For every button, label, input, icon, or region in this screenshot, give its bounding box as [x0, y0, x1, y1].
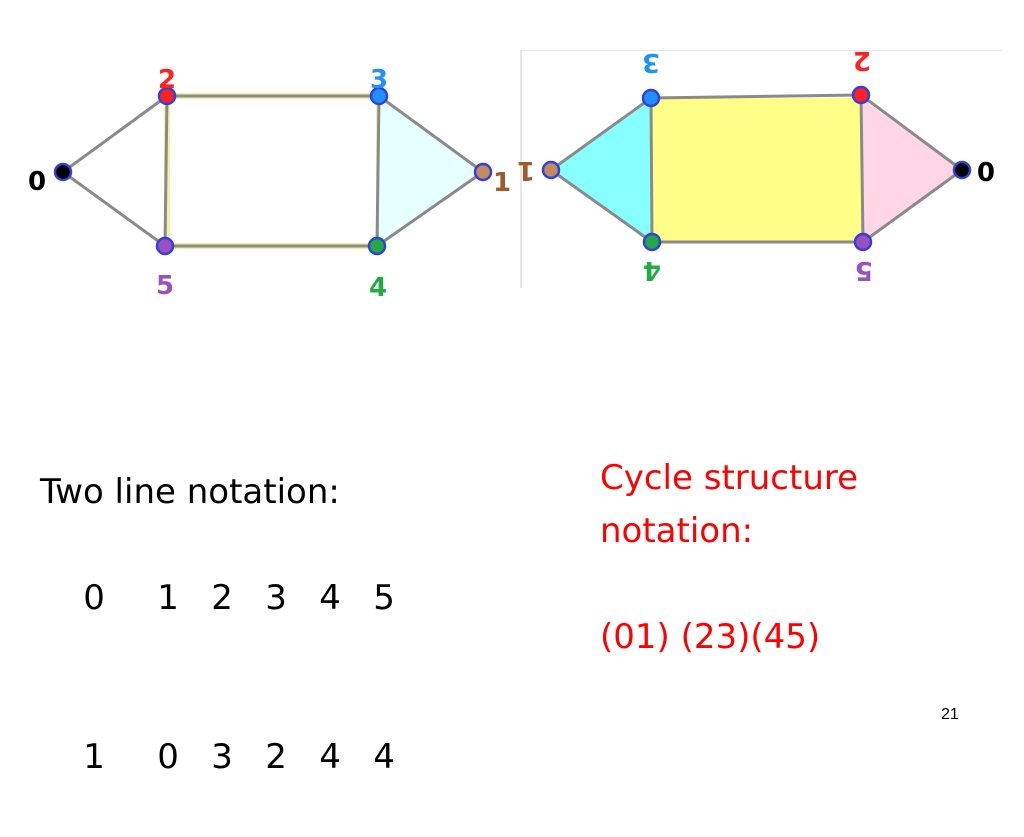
vertices [53, 86, 493, 256]
vertex-label-3: 3 [370, 65, 388, 95]
right-triangle-face [861, 98, 962, 242]
bottom-cell: 3 [211, 737, 233, 777]
vertex-4 [642, 232, 662, 252]
top-cell: 2 [211, 578, 233, 618]
vertex-4 [367, 236, 387, 256]
vertex-1 [541, 160, 561, 180]
edge-3-4 [375, 95, 381, 247]
edges [62, 94, 484, 248]
left-triangle-face [551, 98, 651, 242]
spacer [600, 558, 858, 611]
vertex-label-0: 0 [28, 167, 46, 197]
vertex-label-0: 0 [977, 155, 995, 185]
edges [550, 93, 963, 244]
edge-1-3 [550, 96, 652, 172]
cycle-heading-line2: notation: [600, 511, 754, 551]
edge-5-0 [862, 168, 963, 244]
edge-4-1 [376, 170, 484, 248]
top-cell: 5 [373, 578, 395, 618]
vertex-label-3: 3 [642, 50, 660, 77]
triangle-face [379, 96, 483, 246]
bottom-cell: 4 [373, 737, 395, 777]
vertex-label-5: 5 [156, 271, 174, 300]
bottom-cell: 4 [319, 737, 341, 777]
edge-2-5 [163, 95, 169, 247]
vertex-labels: 3 2 1 0 4 5 [518, 50, 995, 285]
vertices [541, 85, 972, 252]
vertex-label-2: 2 [158, 65, 176, 95]
cycle-heading-line1: Cycle structure [600, 458, 859, 498]
top-cell: 3 [265, 578, 287, 618]
cycle-structure-notation: Cycle structure notation: (01) (23)(45) [600, 452, 858, 664]
top-cell: 4 [319, 578, 341, 618]
cycle-value: (01) (23)(45) [600, 617, 821, 657]
rectangle-face [651, 98, 861, 242]
two-line-heading: Two line notation: [40, 472, 340, 512]
vertex-2 [851, 85, 871, 105]
edge-2-5 [859, 94, 865, 243]
edge-1-4 [550, 168, 653, 244]
vertex-3 [641, 88, 661, 108]
vertex-labels: 0 1 2 3 4 5 [28, 65, 511, 300]
vertex-0 [53, 162, 73, 182]
transformed-graph-diagram: 3 2 1 0 4 5 [518, 50, 1002, 288]
edge-3-1 [378, 94, 484, 174]
bottom-cell: 1 [83, 737, 105, 777]
edge-0-2 [62, 94, 168, 174]
vertex-1 [473, 162, 493, 182]
vertex-label-4: 4 [369, 273, 387, 300]
vertex-5 [155, 236, 175, 256]
page-number: 21 [941, 706, 959, 723]
top-cell: 0 [83, 578, 105, 618]
edge-3-4 [649, 97, 654, 243]
vertex-5 [853, 232, 873, 252]
top-cell: 1 [157, 578, 179, 618]
vertex-label-5: 5 [855, 255, 873, 285]
edge-3-2 [650, 93, 862, 100]
vertex-3 [369, 86, 389, 106]
edge-2-0 [860, 93, 963, 172]
vertex-label-2: 2 [853, 50, 871, 75]
vertex-0 [952, 160, 972, 180]
bottom-cell: 2 [265, 737, 287, 777]
vertex-label-1: 1 [493, 168, 511, 198]
rectangle-face [164, 93, 382, 249]
vertex-label-1: 1 [518, 155, 535, 185]
vertex-label-4: 4 [643, 255, 661, 285]
edge-0-5 [62, 170, 166, 248]
panel-border [520, 50, 1002, 288]
bottom-cell: 0 [157, 737, 179, 777]
vertex-2 [157, 86, 177, 106]
original-graph-diagram: 0 1 2 3 4 5 [28, 65, 511, 300]
